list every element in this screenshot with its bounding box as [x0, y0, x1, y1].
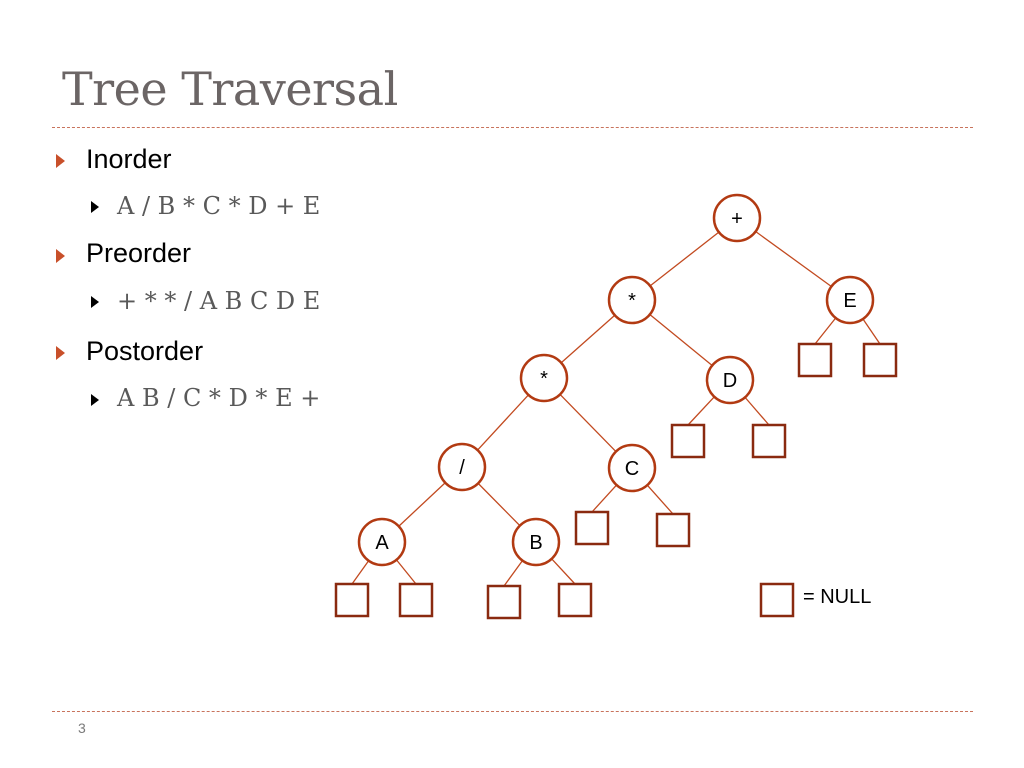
legend-null-box — [759, 582, 795, 618]
tree-node-circle — [357, 517, 407, 567]
null-leaf-box — [334, 582, 370, 618]
tree-node-b: B — [511, 517, 561, 567]
tree-node-circle — [519, 353, 569, 403]
null-leaf-box — [557, 582, 593, 618]
tree-edge — [560, 314, 616, 364]
top-divider — [52, 127, 973, 128]
bottom-divider — [52, 711, 973, 712]
null-leaf-box — [797, 342, 833, 378]
tree-node-circle — [607, 275, 657, 325]
bullet-arrow-icon — [56, 249, 65, 263]
traversal-name-postorder: Postorder — [86, 336, 204, 366]
traversal-name-inorder: Inorder — [86, 144, 172, 174]
tree-node-multiply-lower: * — [519, 353, 569, 403]
tree-node-plus: + — [712, 193, 762, 243]
null-leaf-box — [655, 512, 691, 548]
tree-node-label: * — [628, 290, 636, 312]
traversal-sequence-postorder: A B / C * D * E + — [117, 384, 321, 412]
bullet-arrow-icon — [56, 346, 65, 360]
tree-null-edge — [551, 558, 576, 585]
tree-edge — [559, 393, 617, 453]
page-number: 3 — [78, 720, 86, 736]
tree-null-edge — [591, 484, 618, 513]
tree-node-label: * — [540, 368, 548, 390]
tree-null-edge — [503, 560, 523, 587]
tree-node-c: C — [607, 443, 657, 493]
tree-edge — [649, 231, 720, 287]
tree-node-circle — [437, 442, 487, 492]
tree-null-edge — [862, 318, 881, 345]
null-leaf-box — [574, 510, 610, 546]
tree-node-circle — [705, 355, 755, 405]
tree-node-divide: / — [437, 442, 487, 492]
tree-node-label: A — [375, 532, 389, 554]
tree-node-label: E — [843, 290, 856, 312]
tree-node-circle — [712, 193, 762, 243]
tree-node-label: / — [459, 457, 465, 479]
traversal-sequence-inorder: A / B * C * D + E — [117, 192, 321, 220]
sub-bullet-arrow-icon — [91, 394, 99, 406]
tree-null-edge — [744, 396, 770, 426]
tree-edge — [398, 482, 446, 527]
null-leaf-box — [486, 584, 522, 620]
tree-node-circle — [825, 275, 875, 325]
tree-edge — [755, 230, 832, 288]
tree-null-edge — [395, 559, 417, 585]
traversal-sequence-preorder: + * * / A B C D E — [117, 287, 321, 315]
sub-bullet-arrow-icon — [91, 201, 99, 213]
tree-node-circle — [511, 517, 561, 567]
tree-node-d: D — [705, 355, 755, 405]
sub-bullet-arrow-icon — [91, 296, 99, 308]
bullet-arrow-icon — [56, 154, 65, 168]
tree-node-circle — [607, 443, 657, 493]
null-leaf-box — [862, 342, 898, 378]
tree-null-edge — [646, 484, 674, 515]
tree-edge — [477, 482, 521, 527]
traversal-name-preorder: Preorder — [86, 238, 192, 268]
legend-null-label: = NULL — [803, 586, 872, 608]
tree-null-edge — [814, 317, 837, 345]
tree-node-label: B — [529, 532, 542, 554]
tree-null-edge — [687, 396, 715, 426]
tree-node-label: D — [723, 370, 737, 392]
null-leaf-box — [670, 423, 706, 459]
tree-node-multiply-upper: * — [607, 275, 657, 325]
null-leaf-box — [751, 423, 787, 459]
tree-node-a: A — [357, 517, 407, 567]
slide-title: Tree Traversal — [62, 62, 398, 116]
tree-edge — [649, 314, 713, 366]
tree-edge — [477, 394, 529, 451]
null-leaf-box — [398, 582, 434, 618]
tree-node-label: C — [625, 458, 639, 480]
tree-node-label: + — [731, 208, 743, 230]
tree-node-e: E — [825, 275, 875, 325]
tree-null-edge — [351, 560, 370, 585]
